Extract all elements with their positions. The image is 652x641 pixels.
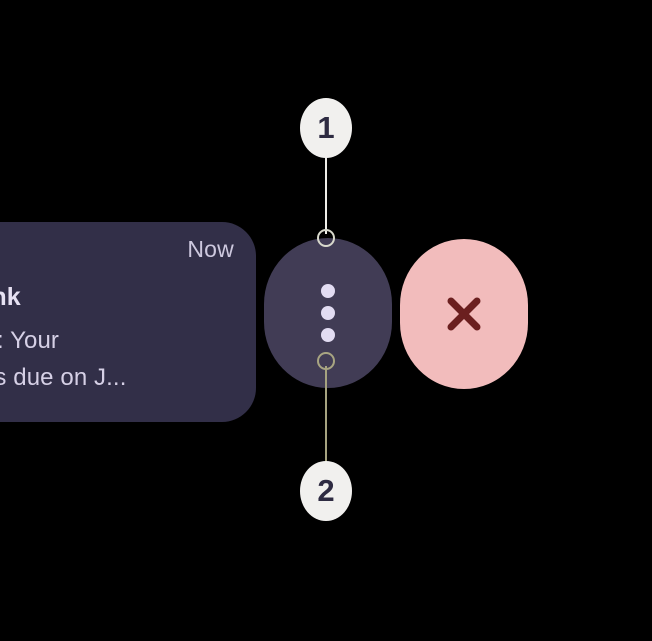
dot-2 <box>321 306 335 320</box>
marker-1-leader-line <box>325 150 327 234</box>
dot-1 <box>321 284 335 298</box>
marker-1-badge[interactable]: 1 <box>300 98 352 158</box>
notification-card[interactable]: Now bank der: Your nt is due on J... <box>0 222 256 422</box>
marker-1-anchor-ring <box>317 229 335 247</box>
notification-timestamp: Now <box>187 236 234 262</box>
notification-body-line-2: nt is due on J... <box>0 364 127 391</box>
notification-body: der: Your nt is due on J... <box>0 322 262 396</box>
notification-body-line-1: der: Your <box>0 327 59 354</box>
close-button[interactable] <box>400 239 528 389</box>
three-dots-vertical-icon <box>321 284 335 342</box>
marker-2-badge[interactable]: 2 <box>300 461 352 521</box>
dot-3 <box>321 328 335 342</box>
marker-2-anchor-ring <box>317 352 335 370</box>
close-x-icon <box>447 297 481 331</box>
notification-title: bank <box>0 283 21 311</box>
marker-2-leader-line <box>325 366 327 466</box>
